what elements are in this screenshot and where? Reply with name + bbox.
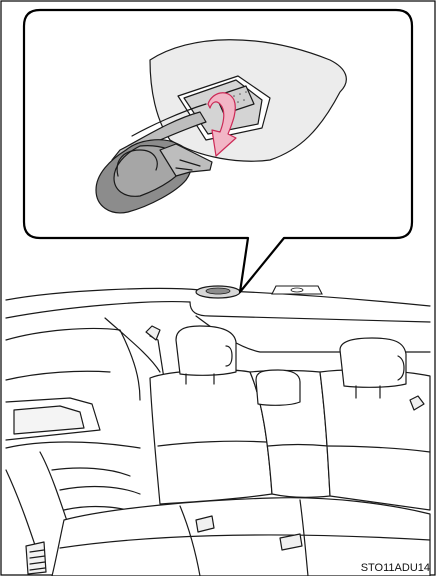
left-door-trim	[6, 328, 140, 400]
figure-code: STO11ADU14	[361, 562, 430, 574]
seatback-left	[150, 370, 272, 504]
roof-anchor-target	[196, 286, 240, 298]
left-speaker-grille	[26, 542, 46, 574]
seatback-right	[320, 370, 430, 510]
rear-seat-scene	[6, 288, 430, 576]
headrest-center	[256, 370, 300, 405]
roof-dome-light	[272, 286, 322, 294]
